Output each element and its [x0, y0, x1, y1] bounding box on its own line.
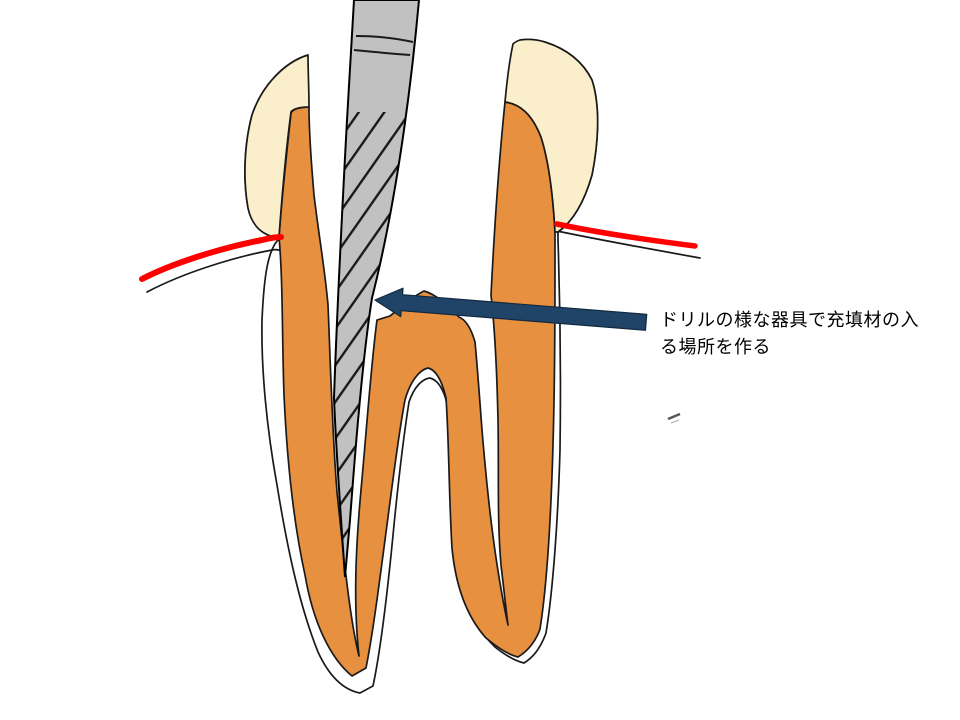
gum-outline-right	[556, 230, 701, 259]
annotation-line-2: る場所を作る	[660, 337, 771, 358]
gingiva-line-left	[139, 234, 284, 282]
annotation-text: ドリルの様な器具で充填材の入 る場所を作る	[660, 307, 945, 361]
tooth-outline	[244, 38, 599, 694]
gingiva-line-right	[554, 221, 698, 249]
drill-band-lines	[353, 35, 414, 56]
annotation-arrow	[374, 287, 648, 331]
annotation-line-1: ドリルの様な器具で充填材の入	[660, 310, 919, 331]
stray-mark	[667, 412, 681, 424]
gum-outline-left	[146, 248, 284, 293]
enamel-right-crown	[504, 38, 599, 233]
